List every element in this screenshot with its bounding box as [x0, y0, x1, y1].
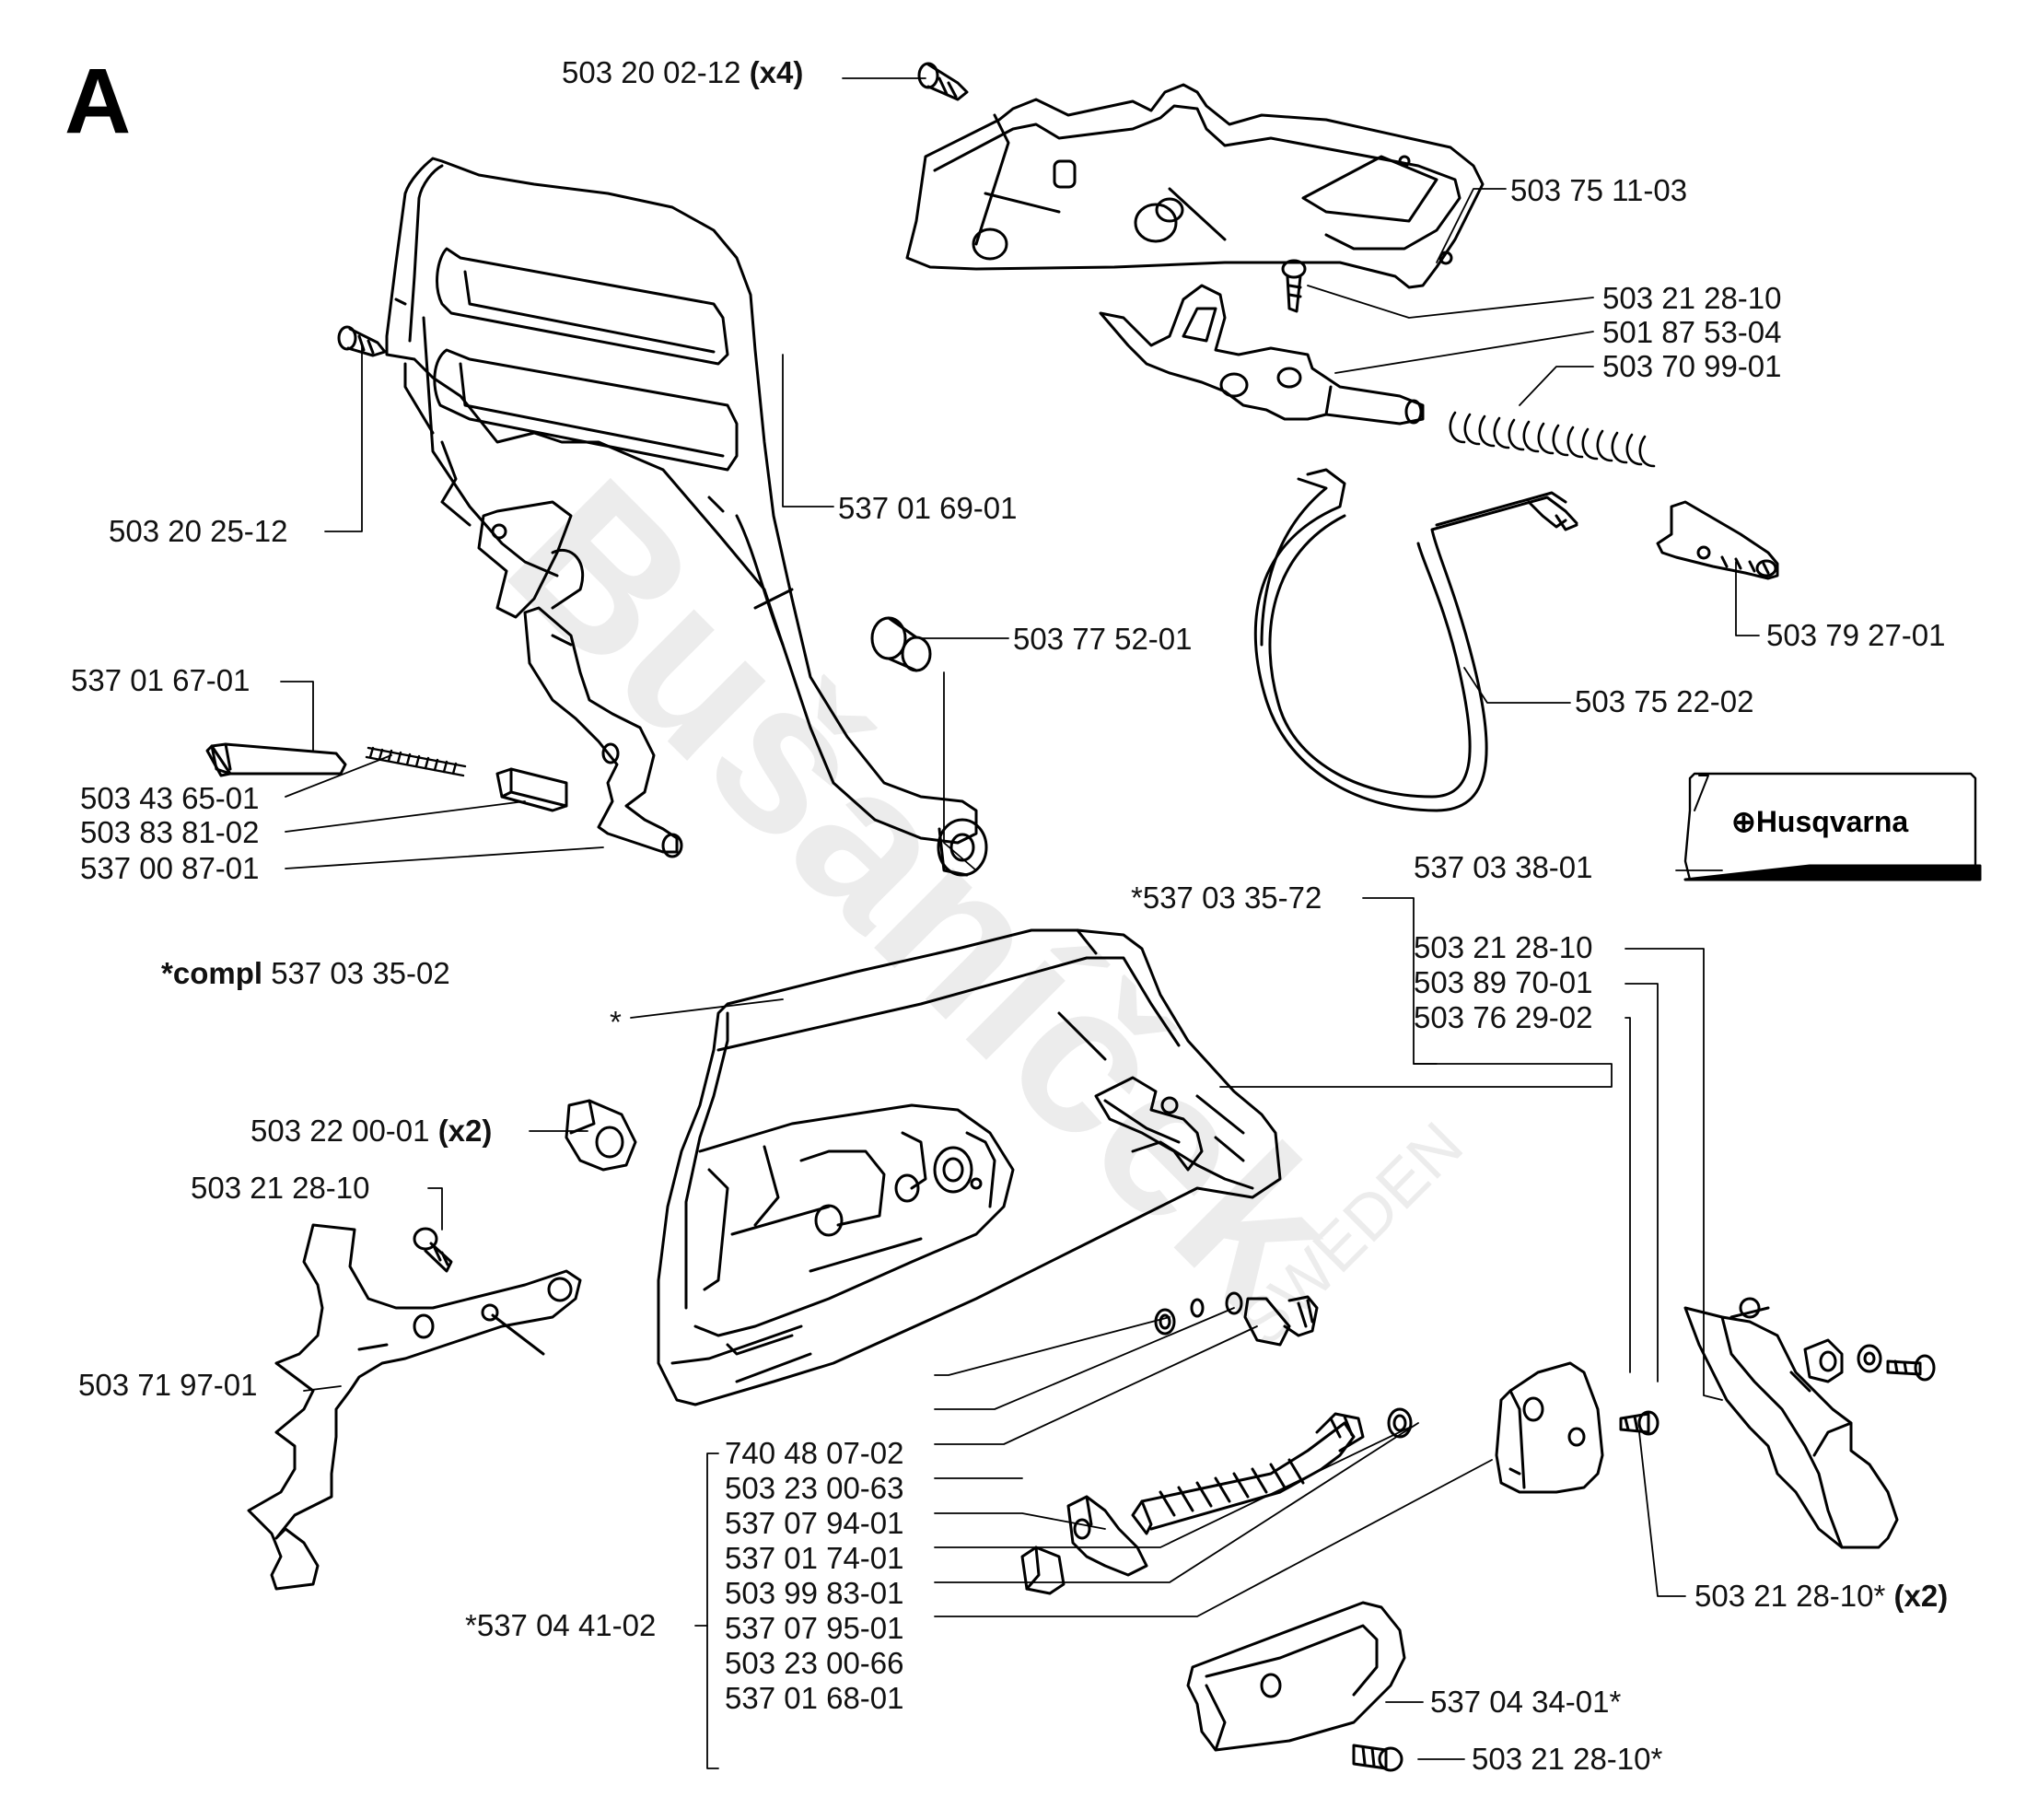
label-503-79-27-01: 503 79 27-01 — [1766, 618, 1946, 652]
screw-503-21-28-10-left — [413, 1227, 453, 1273]
brand-name: Husqvarna — [1755, 805, 1909, 838]
label-501-87-53-04: 501 87 53-04 — [1602, 315, 1782, 349]
label-503-43-65-01: 503 43 65-01 — [80, 781, 260, 815]
screw-503-21-28-10-bottom — [1352, 1744, 1403, 1772]
chain-catcher-503-79-27-01 — [1656, 500, 1779, 580]
label-503-22-00-01: 503 22 00-01 (x2) — [250, 1114, 493, 1148]
part-503-83-81-02 — [495, 767, 568, 812]
label-537-07-95-01: 537 07 95-01 — [725, 1611, 904, 1645]
label-503-20-02-12: 503 20 02-12 (x4) — [562, 55, 804, 89]
label-740-48-07-02: 740 48 07-02 — [725, 1436, 904, 1470]
clutch-cover-537-03-35-72 — [657, 928, 1282, 1406]
label-503-75-11-03: 503 75 11-03 — [1510, 173, 1688, 207]
brake-lever-501-87-53-04 — [1099, 284, 1425, 426]
spring-503-43-65-01 — [365, 746, 467, 777]
washer-503-23-00-66 — [1387, 1407, 1413, 1439]
hand-guard-537-01-69-01 — [385, 157, 988, 877]
kit-note-number: 537 03 35-02 — [271, 956, 450, 990]
label-503-83-81-02: 503 83 81-02 — [80, 815, 260, 849]
kit-note-prefix: *compl — [161, 956, 263, 990]
washers-right — [1803, 1338, 1936, 1383]
nut-537-01-74-01 — [1020, 1546, 1066, 1595]
label-537-03-38-01: 537 03 38-01 — [1414, 850, 1593, 884]
label-537-01-69-01: 537 01 69-01 — [838, 491, 1018, 525]
leader-lines — [280, 77, 1760, 1769]
spring-503-70-99-01 — [1449, 411, 1656, 468]
screw-503-21-28-10-top — [1281, 259, 1307, 313]
adjusting-screw-503-99-83-01 — [1131, 1412, 1365, 1535]
label-503-20-25-12: 503 20 25-12 — [109, 514, 288, 548]
brake-housing-503-75-11-03 — [905, 83, 1485, 289]
label-537-00-87-01: 537 00 87-01 — [80, 851, 260, 885]
label-537-04-34-01: 537 04 34-01* — [1430, 1685, 1622, 1719]
nut-503-22-00-01 — [565, 1099, 637, 1172]
cover-plate-503-76-29-02 — [1683, 1297, 1899, 1549]
label-503-75-22-02: 503 75 22-02 — [1575, 684, 1754, 718]
plate-537-01-68-01 — [1495, 1361, 1604, 1494]
cover-537-04-34-01 — [1186, 1601, 1406, 1752]
tensioner-parts — [1154, 1291, 1319, 1347]
label-503-23-00-66: 503 23 00-66 — [725, 1646, 904, 1680]
brake-band-503-75-22-02 — [1253, 468, 1578, 812]
part-537-01-67-01 — [205, 742, 347, 777]
label-503-76-29-02: 503 76 29-02 — [1414, 1000, 1593, 1034]
spring-washer — [1190, 1298, 1205, 1318]
label-503-23-00-63: 503 23 00-63 — [725, 1471, 904, 1505]
kit-note: *compl 537 03 35-02 — [161, 958, 450, 988]
section-letter: A — [64, 50, 132, 153]
label-503-89-70-01: 503 89 70-01 — [1414, 965, 1593, 999]
husqvarna-decal — [1683, 772, 1982, 881]
screw-503-20-25-12 — [337, 325, 387, 357]
screw-503-20-02-12 — [917, 62, 969, 101]
bushing-503-77-52-01 — [870, 616, 932, 672]
label-503-21-28-10-d: 503 21 28-10* — [1472, 1742, 1663, 1776]
label-537-07-94-01: 537 07 94-01 — [725, 1506, 904, 1540]
label-537-04-41-02: *537 04 41-02 — [465, 1608, 657, 1642]
label-503-21-28-10-c: 503 21 28-10 — [191, 1171, 370, 1205]
label-537-01-68-01: 537 01 68-01 — [725, 1681, 904, 1715]
adjuster-nut-537-07-95-01 — [1066, 1495, 1148, 1577]
screw-503-21-28-10-x2 — [1619, 1410, 1660, 1436]
label-537-01-74-01: 537 01 74-01 — [725, 1541, 904, 1575]
label-503-99-83-01: 503 99 83-01 — [725, 1576, 904, 1610]
label-503-77-52-01: 503 77 52-01 — [1013, 622, 1193, 656]
label-503-71-97-01: 503 71 97-01 — [78, 1368, 258, 1402]
husqvarna-logo: ⊕Husqvarna — [1731, 804, 1908, 839]
crown-icon: ⊕ — [1731, 805, 1756, 838]
spike-bumper-503-71-97-01 — [247, 1223, 582, 1591]
label-503-70-99-01: 503 70 99-01 — [1602, 349, 1782, 383]
label-503-21-28-10-x2: 503 21 28-10* (x2) — [1694, 1579, 1949, 1613]
lever-537-00-87-01 — [523, 606, 683, 858]
label-537-03-35-72: *537 03 35-72 — [1131, 881, 1322, 915]
label-503-21-28-10-b: 503 21 28-10 — [1414, 930, 1593, 964]
label-503-21-28-10-a: 503 21 28-10 — [1602, 281, 1782, 315]
label-asterisk: * — [610, 1005, 622, 1039]
label-537-01-67-01: 537 01 67-01 — [71, 663, 250, 697]
